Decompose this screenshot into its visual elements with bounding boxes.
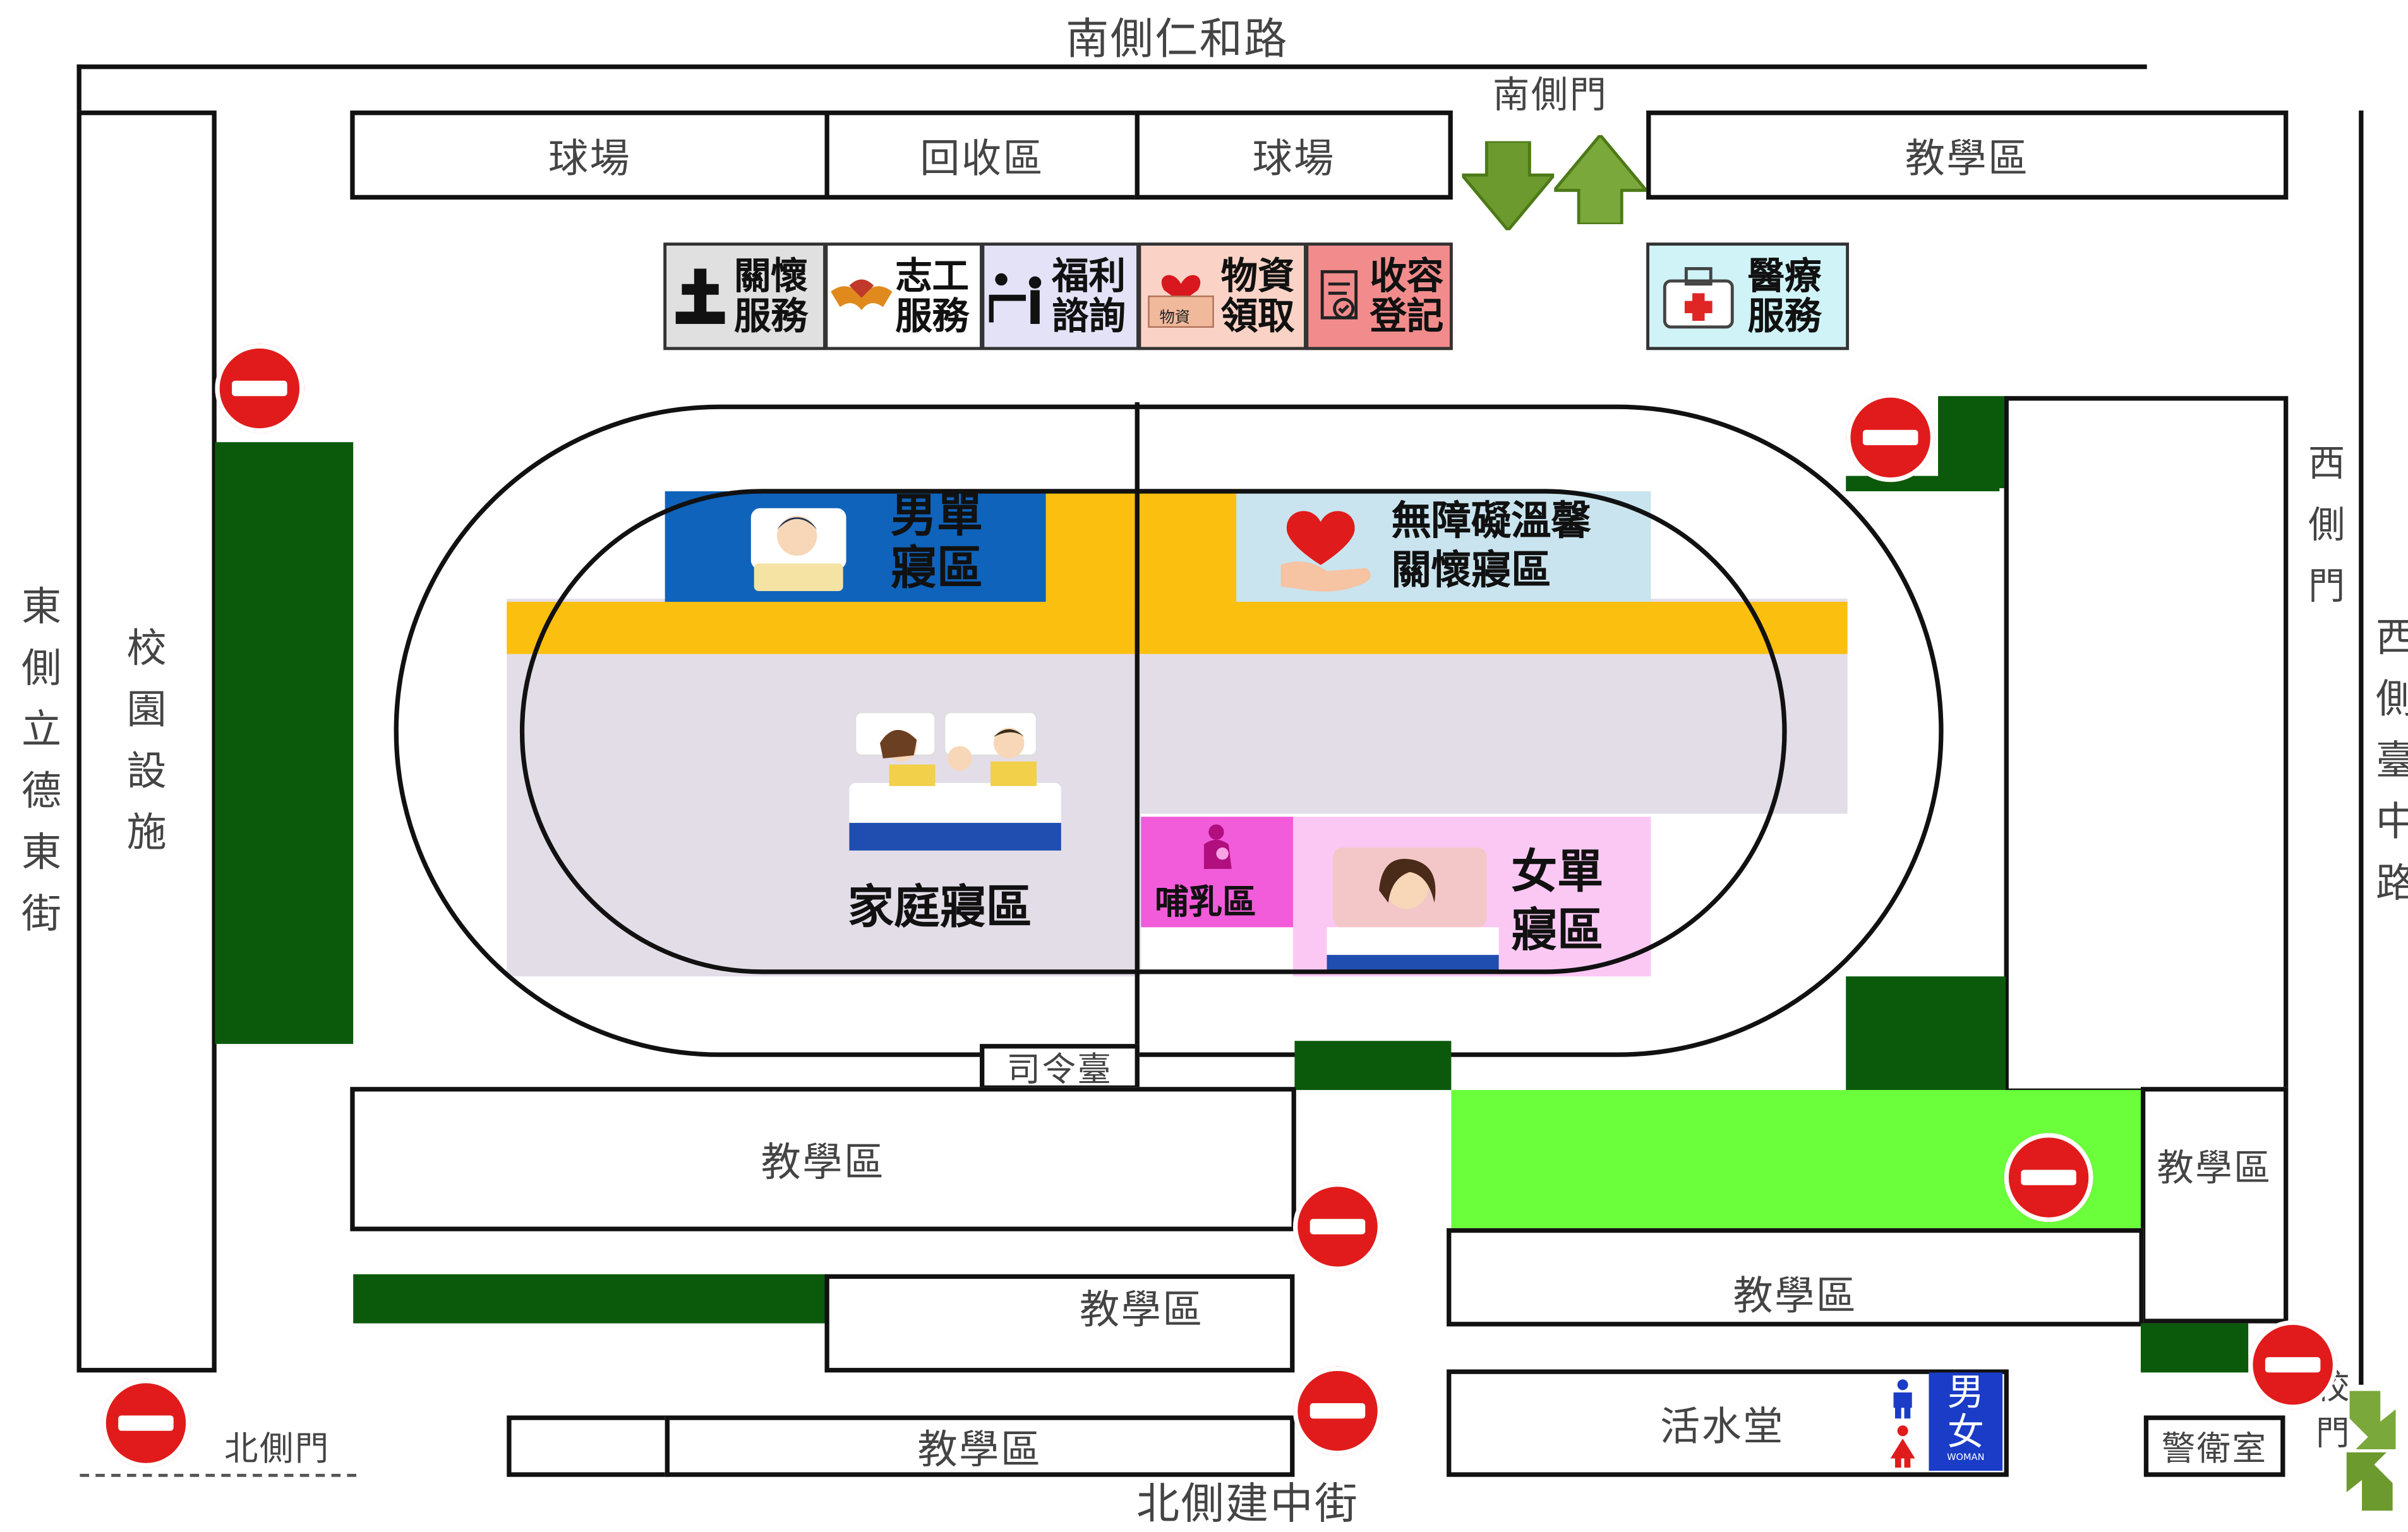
bottom-small-building xyxy=(507,1415,670,1477)
no-entry-icon xyxy=(1292,1182,1382,1271)
west-gate-tree-strip xyxy=(1938,396,2009,489)
recycle-area-building: 回收區 xyxy=(824,111,1140,200)
corridor-vertical xyxy=(1044,491,1238,602)
restroom-sub-label: WOMAN xyxy=(1947,1452,1985,1463)
sleeping-man-icon xyxy=(750,508,846,591)
corner-tree-strip xyxy=(2140,1323,2249,1373)
helping-hands-icon xyxy=(828,270,895,323)
restroom-label-panel: 男 女 WOMAN xyxy=(1929,1370,2003,1471)
restroom-male-label: 男 xyxy=(1947,1370,1984,1415)
counter-icon xyxy=(984,267,1052,325)
right-lower-teaching-building: 教學區 xyxy=(1447,1228,2144,1327)
no-entry-icon xyxy=(2248,1320,2338,1409)
podium-label: 司令臺 xyxy=(1006,1051,1113,1091)
south-gate-label: 南側門 xyxy=(1493,73,1608,117)
guard-room-label: 警衛室 xyxy=(2161,1430,2268,1469)
nursing-mother-icon xyxy=(1203,824,1232,870)
service-medical: 醫療 服務 xyxy=(1646,242,1850,350)
north-road-line xyxy=(80,1473,357,1477)
mid-teaching-building: 教學區 xyxy=(350,1087,1296,1231)
no-entry-icon xyxy=(215,344,304,433)
service-registration: 收容 登記 xyxy=(1305,242,1453,350)
right-side-teaching-building: 教學區 xyxy=(2140,1087,2289,1324)
female-zone-label: 女單 寢區 xyxy=(1511,846,1604,959)
service-medical-label: 醫療 服務 xyxy=(1747,253,1822,338)
service-supplies-label: 物資 領取 xyxy=(1220,253,1295,338)
campus-facility-building: 校園設施 xyxy=(76,111,217,1373)
field-midline xyxy=(1135,402,1140,1091)
male-zone-label: 男單 寢區 xyxy=(891,489,983,596)
campus-facility-label: 校園設施 xyxy=(126,626,167,857)
court-right-building: 球場 xyxy=(1135,111,1453,200)
court-right-label: 球場 xyxy=(1252,136,1335,183)
accessible-zone-label: 無障礙溫馨 關懷寢區 xyxy=(1391,499,1591,594)
running-track xyxy=(394,404,1944,1057)
service-volunteer: 志工 服務 xyxy=(824,242,983,350)
medical-kit-icon xyxy=(1649,263,1748,330)
male-sleep-zone xyxy=(665,491,1046,602)
west-tree-block xyxy=(1846,976,2006,1091)
no-entry-icon xyxy=(2004,1133,2093,1223)
activity-hall-label: 活水堂 xyxy=(1660,1404,1785,1451)
recycle-area-label: 回收區 xyxy=(920,136,1045,183)
north-road-label: 北側建中街 xyxy=(1136,1478,1359,1529)
box-caption: 物資 xyxy=(1159,310,1191,327)
bottom-teaching-building: 教學區 xyxy=(665,1415,1295,1477)
service-care-label: 關懷 服務 xyxy=(734,253,808,338)
south-road-line-left-drop xyxy=(76,64,81,111)
court-left-building: 球場 xyxy=(350,111,829,200)
corridor-strip xyxy=(507,601,1848,654)
south-road-label: 南側仁和路 xyxy=(1066,13,1289,65)
west-road-label: 西側臺中路 xyxy=(2374,608,2408,915)
west-gate-tree-foot xyxy=(1846,476,2000,491)
right-side-teaching-label: 教學區 xyxy=(2157,1147,2272,1190)
entry-down-arrow-icon xyxy=(1462,141,1555,230)
corner-gate-arrows-icon xyxy=(2346,1391,2396,1511)
east-road-label: 東側立德東街 xyxy=(21,585,62,938)
sleeping-family-icon xyxy=(849,711,1061,851)
family-zone-label: 家庭寢區 xyxy=(847,881,1032,935)
male-restroom-icon xyxy=(1893,1379,1912,1419)
female-restroom-icon xyxy=(1890,1425,1915,1468)
service-welfare: 福利 諮詢 xyxy=(981,242,1140,350)
top-teaching-building: 教學區 xyxy=(1646,111,2289,200)
service-care: 關懷 服務 xyxy=(663,242,826,350)
lower-tree-strip xyxy=(353,1274,829,1324)
supply-box-icon: 物資 xyxy=(1141,263,1220,330)
bottom-teaching-label: 教學區 xyxy=(917,1427,1042,1473)
cross-icon xyxy=(666,266,734,327)
restroom-sign: 男 女 WOMAN xyxy=(1883,1372,2006,1471)
no-entry-icon xyxy=(1846,393,1935,482)
south-road-line xyxy=(76,64,2147,69)
podium-tree-strip xyxy=(1294,1041,1452,1091)
no-entry-icon xyxy=(101,1379,191,1468)
heart-hand-icon xyxy=(1280,511,1371,592)
east-tree-strip xyxy=(215,442,354,1044)
lower-teaching-building: 教學區 xyxy=(824,1274,1295,1373)
restroom-female-label: 女 xyxy=(1947,1411,1984,1454)
service-volunteer-label: 志工 服務 xyxy=(895,253,970,338)
register-icon xyxy=(1308,266,1370,327)
right-lower-teaching-label: 教學區 xyxy=(1733,1274,1858,1320)
service-welfare-label: 福利 諮詢 xyxy=(1052,253,1126,338)
west-road-line xyxy=(2359,111,2364,1385)
no-entry-icon xyxy=(1292,1366,1382,1456)
court-left-label: 球場 xyxy=(548,136,632,183)
activity-hall-building: 活水堂 xyxy=(1447,1369,2009,1477)
corner-gate-label: 校門 xyxy=(2316,1369,2350,1454)
mid-teaching-label: 教學區 xyxy=(761,1140,886,1187)
north-gate-label: 北側門 xyxy=(224,1430,330,1469)
podium-building: 司令臺 xyxy=(980,1044,1140,1091)
nursing-zone-label: 哺乳區 xyxy=(1155,882,1256,923)
lower-teaching-label: 教學區 xyxy=(1080,1288,1204,1334)
exit-up-arrow-icon xyxy=(1554,135,1647,224)
sleeping-woman-icon xyxy=(1327,847,1499,974)
service-supplies: 物資 物資 領取 xyxy=(1138,242,1307,350)
guard-room-building: 警衛室 xyxy=(2143,1415,2285,1477)
west-building xyxy=(2004,396,2289,1093)
west-gate-label: 西側門 xyxy=(2308,442,2345,608)
top-teaching-label: 教學區 xyxy=(1905,136,2030,183)
service-registration-label: 收容 登記 xyxy=(1370,253,1444,338)
